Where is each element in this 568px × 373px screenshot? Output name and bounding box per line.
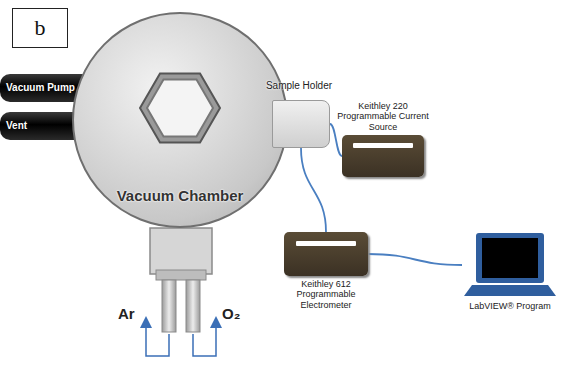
bolt-hexagon bbox=[140, 73, 220, 142]
instrument-box bbox=[342, 135, 424, 177]
laptop-part bbox=[476, 233, 544, 283]
sample-holder: Sample Holder bbox=[262, 80, 336, 150]
gas-label: Ar bbox=[118, 305, 135, 322]
cable bbox=[330, 124, 342, 156]
cable bbox=[301, 148, 326, 232]
instrument: Keithley 612 Programmable Electrometer bbox=[278, 232, 374, 313]
gas-label: O₂ bbox=[222, 305, 240, 322]
laptop-part bbox=[482, 238, 538, 278]
chamber-circle: Vacuum Chamber bbox=[72, 12, 288, 228]
ar-pipe bbox=[162, 280, 176, 332]
node-label: Vent bbox=[6, 120, 27, 132]
node-label: Keithley 220 Programmable Current Source bbox=[336, 101, 430, 132]
node-label: b bbox=[35, 15, 46, 40]
node-label: Vacuum Pump bbox=[6, 82, 75, 94]
node-label: Sample Holder bbox=[262, 80, 336, 92]
panel-tag: b bbox=[12, 8, 68, 48]
o2-pipe bbox=[186, 280, 200, 332]
display-bar bbox=[296, 241, 357, 246]
holder-tube bbox=[272, 100, 330, 148]
laptop-icon bbox=[462, 232, 558, 298]
o2-gas-line bbox=[193, 322, 216, 356]
bolt-hexagon bbox=[147, 79, 213, 136]
port-collar bbox=[156, 270, 206, 280]
node-label: Vacuum Chamber bbox=[94, 187, 266, 204]
laptop: LabVIEW® Program bbox=[460, 232, 560, 324]
node-label: LabVIEW® Program bbox=[460, 301, 560, 311]
node-label: Keithley 612 Programmable Electrometer bbox=[278, 279, 374, 310]
cable bbox=[368, 254, 462, 265]
port-flange bbox=[150, 228, 212, 274]
laptop-part bbox=[464, 285, 556, 296]
instrument: Keithley 220 Programmable Current Source bbox=[336, 98, 430, 190]
display-bar bbox=[353, 143, 412, 148]
instrument-box bbox=[284, 232, 368, 276]
ar-gas-line bbox=[146, 322, 169, 356]
